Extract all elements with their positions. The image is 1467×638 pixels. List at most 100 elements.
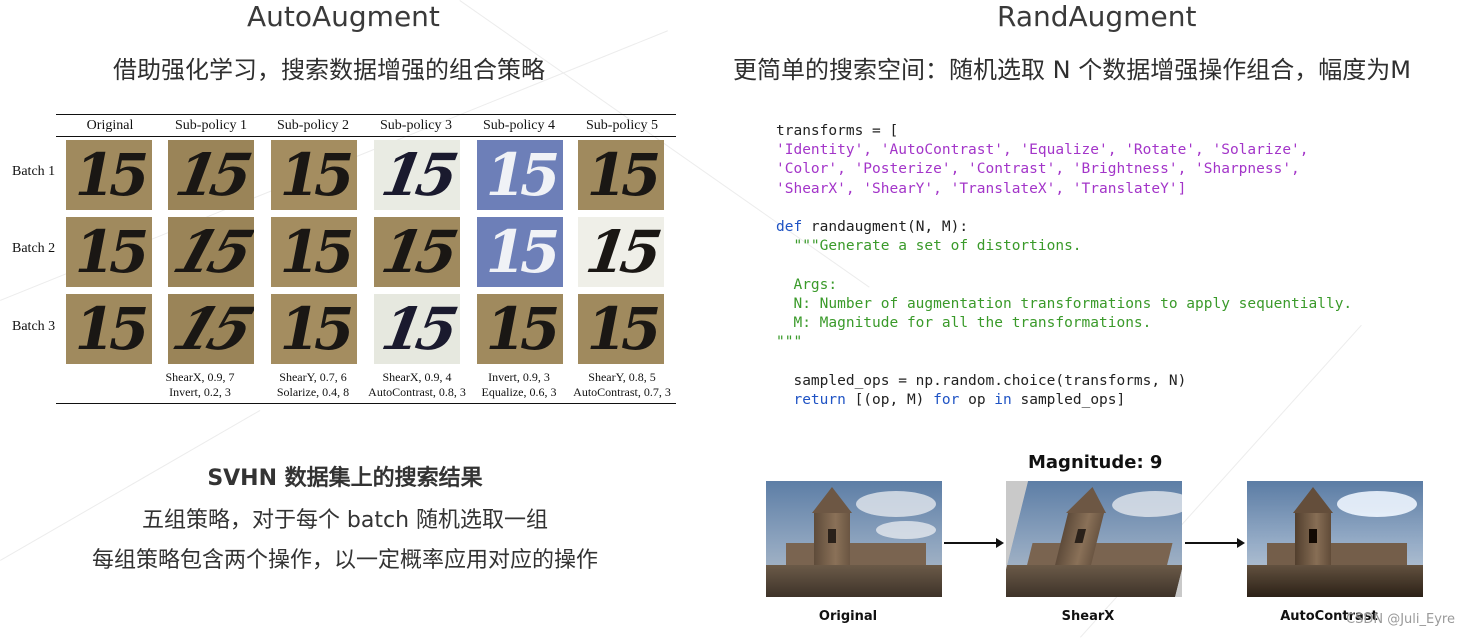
svhn-image-cell: 15 (271, 140, 357, 210)
svhn-image-cell: 15 (66, 140, 152, 210)
svhn-image-cell: 15 (271, 217, 357, 287)
code-docstring: M: Magnitude for all the transformations… (776, 315, 1152, 332)
svhn-image-cell: 15 (374, 217, 460, 287)
column-header: Sub-policy 3 (380, 118, 452, 133)
sheared-content (1006, 481, 1182, 597)
church-photo-original (766, 481, 942, 597)
church-roof (1066, 487, 1113, 513)
svhn-image-cell: 15 (477, 140, 563, 210)
svhn-image-cell: 15 (578, 294, 664, 364)
code-line: [(op, M) (845, 391, 934, 408)
watermark: CSDN @Juli_Eyre (1346, 612, 1455, 627)
digit-text: 15 (279, 141, 355, 209)
caption-line: AutoContrast, 0.7, 3 (573, 385, 671, 399)
church-roof (1293, 487, 1333, 513)
code-docstring: N: Number of augmentation transformation… (776, 295, 1353, 312)
svhn-image-cell: 15 (477, 217, 563, 287)
photo-label: ShearX (1061, 609, 1115, 624)
column-header: Sub-policy 4 (483, 118, 555, 133)
magnitude-title: Magnitude: 9 (1028, 452, 1163, 473)
code-line: sampled_ops] (1011, 391, 1126, 408)
code-keyword: for (933, 391, 960, 408)
digit-text: 15 (485, 141, 561, 209)
svhn-image-cell: 15 (374, 140, 460, 210)
svhn-image-cell: 15 (578, 140, 664, 210)
table-bottom-rule (56, 403, 676, 404)
digit-text: 15 (376, 295, 458, 363)
arrow-right-icon (944, 538, 1004, 548)
arrow-right-icon (1185, 538, 1245, 548)
caption-line: Invert, 0.2, 3 (169, 385, 231, 399)
svhn-description-line: 每组策略包含两个操作，以一定概率应用对应的操作 (91, 548, 598, 573)
caption-line: ShearY, 0.7, 6 (279, 370, 347, 384)
randaugment-title: RandAugment (997, 0, 1197, 33)
svhn-image-cell: 15 (477, 294, 563, 364)
row-label: Batch 1 (12, 164, 56, 179)
svhn-image-cell: 15 (374, 294, 460, 364)
randaugment-code-block: transforms = [ 'Identity', 'AutoContrast… (776, 122, 1352, 410)
svhn-results-title: SVHN 数据集上的搜索结果 (207, 466, 483, 491)
digit-text: 15 (168, 295, 254, 363)
column-header: Original (86, 118, 134, 133)
svhn-image-cell: 15 (168, 294, 254, 364)
photo-cloud (876, 521, 936, 539)
caption-line: ShearX, 0.9, 7 (165, 370, 235, 384)
svhn-description-line: 五组策略，对于每个 batch 随机选取一组 (141, 508, 549, 533)
code-line: 'Identity', 'AutoContrast', 'Equalize', … (776, 142, 1309, 159)
code-docstring: Args: (776, 276, 838, 293)
digit-text: 15 (279, 295, 355, 363)
photo-ground (766, 565, 942, 597)
photo-label: Original (818, 609, 878, 624)
digit-text: 15 (279, 218, 355, 286)
row-label: Batch 3 (12, 319, 56, 334)
table-top-rule (56, 114, 676, 115)
digit-text: 15 (581, 218, 661, 286)
autocontrast-content (1247, 481, 1423, 597)
autoaugment-title: AutoAugment (247, 0, 440, 33)
digit-text: 15 (485, 295, 561, 363)
caption-line: Invert, 0.9, 3 (488, 370, 550, 384)
code-line: randaugment(N, M): (802, 219, 969, 236)
digit-text: 15 (168, 218, 254, 286)
svhn-policy-table: Original Sub-policy 1 Sub-policy 2 Sub-p… (12, 114, 676, 404)
caption-line: Equalize, 0.6, 3 (481, 385, 557, 399)
autoaugment-subtitle: 借助强化学习，搜索数据增强的组合策略 (113, 56, 545, 84)
code-keyword: def (776, 219, 803, 236)
row-label: Batch 2 (12, 241, 56, 256)
digit-text: 15 (376, 218, 458, 286)
code-line: op (959, 391, 995, 408)
photo-cloud (856, 491, 936, 517)
church-photo-autocontrast (1247, 481, 1423, 597)
church-window (1309, 529, 1317, 543)
code-line: 'ShearX', 'ShearY', 'TranslateX', 'Trans… (776, 180, 1187, 197)
code-docstring: """ (776, 334, 803, 351)
code-keyword: return (776, 391, 846, 408)
svhn-image-cell: 15 (168, 140, 254, 210)
svhn-image-cell: 15 (578, 217, 664, 287)
digit-text: 15 (74, 218, 150, 286)
caption-line: ShearX, 0.9, 4 (382, 370, 452, 384)
digit-text: 15 (376, 141, 458, 209)
digit-text: 15 (74, 141, 150, 209)
caption-line: AutoContrast, 0.8, 3 (368, 385, 466, 399)
code-line: transforms = [ (776, 123, 899, 139)
digit-text: 15 (74, 295, 150, 363)
church-photo-shearx (1006, 481, 1182, 597)
photo-ground (1006, 565, 1182, 597)
svhn-image-cell: 15 (168, 217, 254, 287)
digit-text: 15 (170, 141, 252, 209)
church-roof (812, 487, 852, 513)
svhn-image-cell: 15 (66, 217, 152, 287)
caption-line: Solarize, 0.4, 8 (276, 385, 350, 399)
column-header: Sub-policy 1 (175, 118, 247, 133)
table-header-rule (56, 136, 676, 137)
svhn-image-cell: 15 (271, 294, 357, 364)
code-line: 'Color', 'Posterize', 'Contrast', 'Brigh… (776, 161, 1300, 178)
digit-text: 15 (586, 141, 662, 209)
column-header: Sub-policy 2 (277, 118, 349, 133)
column-header: Sub-policy 5 (586, 118, 658, 133)
